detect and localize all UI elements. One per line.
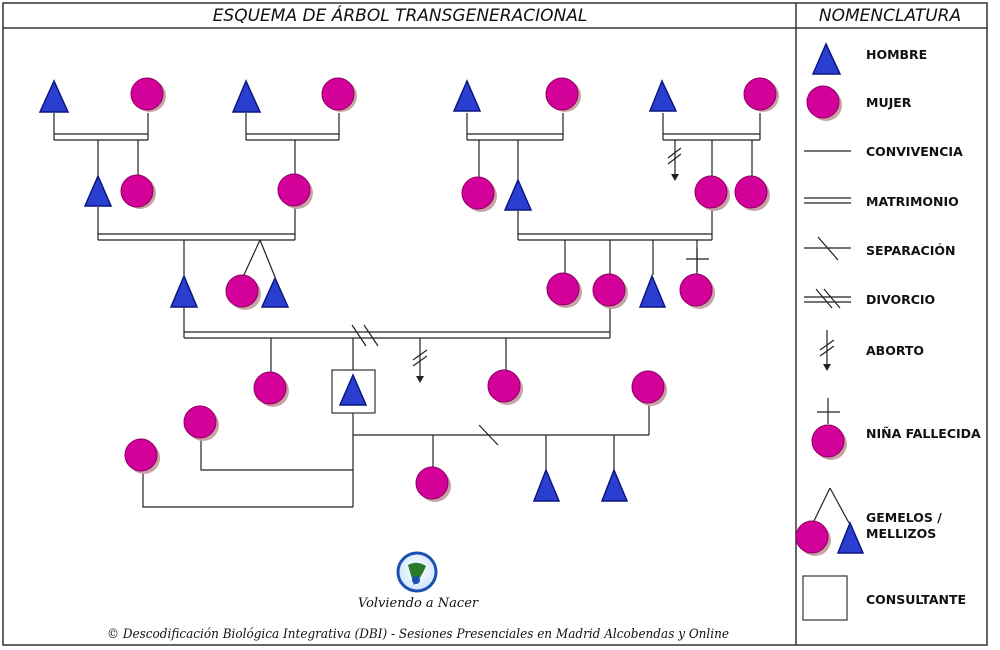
female-gen1-a: [130, 77, 164, 111]
male-gen3-father: [169, 274, 199, 308]
female-gen2-b: [277, 173, 311, 207]
female-gen3-a: [546, 272, 580, 306]
female-partner-a: [124, 438, 158, 472]
legend-title: NOMENCLATURA: [819, 6, 961, 26]
legend-separacion-icon: [804, 236, 851, 261]
female-gen1-d: [743, 77, 777, 111]
legend-label-convivencia: CONVIVENCIA: [866, 144, 963, 159]
legend-label-hombre: HOMBRE: [866, 47, 927, 62]
legend: HOMBRE MUJER CONVIVENCIA MATRIMONIO SEPA…: [795, 42, 981, 621]
female-gen3-twin: [225, 274, 259, 308]
male-gen1-a: [38, 79, 70, 113]
legend-twin-male-icon: [836, 521, 865, 554]
legend-cross-icon: [817, 398, 840, 424]
legend-aborto-icon: [819, 330, 835, 366]
female-partner-b: [183, 405, 217, 439]
male-consultant: [338, 373, 368, 406]
female-gen2-d: [694, 175, 728, 209]
female-gen2-e: [734, 175, 768, 209]
diagram-title: ESQUEMA DE ÁRBOL TRANSGENERACIONAL: [213, 4, 588, 26]
male-gen1-c: [452, 79, 482, 112]
legend-label-mellizos: MELLIZOS: [866, 526, 936, 541]
legend-divorcio-icon: [804, 288, 851, 309]
logo: [396, 551, 438, 593]
female-partner-c: [631, 370, 665, 404]
outer-border: [2, 2, 988, 646]
legend-label-divorcio: DIVORCIO: [866, 292, 935, 307]
female-gen3-mother: [592, 273, 626, 307]
male-gen2-c: [503, 178, 533, 211]
legend-label-gemelos: GEMELOS /: [866, 510, 942, 525]
female-gen3-deceased: [679, 273, 713, 307]
copyright-footer: © Descodificación Biológica Integrativa …: [107, 627, 729, 642]
female-gen1-c: [545, 77, 579, 111]
legend-matrimonio-icon: [804, 197, 851, 204]
male-child-b: [600, 467, 629, 502]
legend-label-aborto: ABORTO: [866, 343, 924, 358]
legend-female-icon: [806, 85, 840, 119]
female-child: [415, 466, 449, 500]
legend-label-separacion: SEPARACIÓN: [866, 243, 955, 258]
legend-consultant-icon: [802, 575, 848, 621]
male-gen2-a: [83, 174, 113, 207]
female-gen4-sibling-a: [253, 371, 287, 405]
male-child-a: [532, 467, 561, 502]
male-gen3-twin: [260, 276, 290, 308]
female-gen1-b: [321, 77, 355, 111]
legend-label-consultante: CONSULTANTE: [866, 592, 966, 607]
logo-text: Volviendo a Nacer: [358, 596, 479, 611]
female-gen2-a: [120, 174, 154, 208]
legend-deceased-girl-icon: [811, 424, 845, 458]
tree-lines: [53, 113, 761, 508]
legend-twin-female-icon: [795, 520, 829, 554]
female-gen2-c: [461, 176, 495, 210]
legend-male-icon: [811, 42, 842, 75]
legend-label-matrimonio: MATRIMONIO: [866, 194, 959, 209]
male-gen1-d: [648, 79, 678, 112]
male-gen1-b: [231, 79, 262, 113]
legend-label-nina-fallecida: NIÑA FALLECIDA: [866, 426, 981, 441]
female-gen4-sibling-b: [487, 369, 521, 403]
legend-twins-lines: [812, 487, 850, 524]
male-gen3-b: [638, 273, 667, 308]
legend-label-mujer: MUJER: [866, 95, 912, 110]
